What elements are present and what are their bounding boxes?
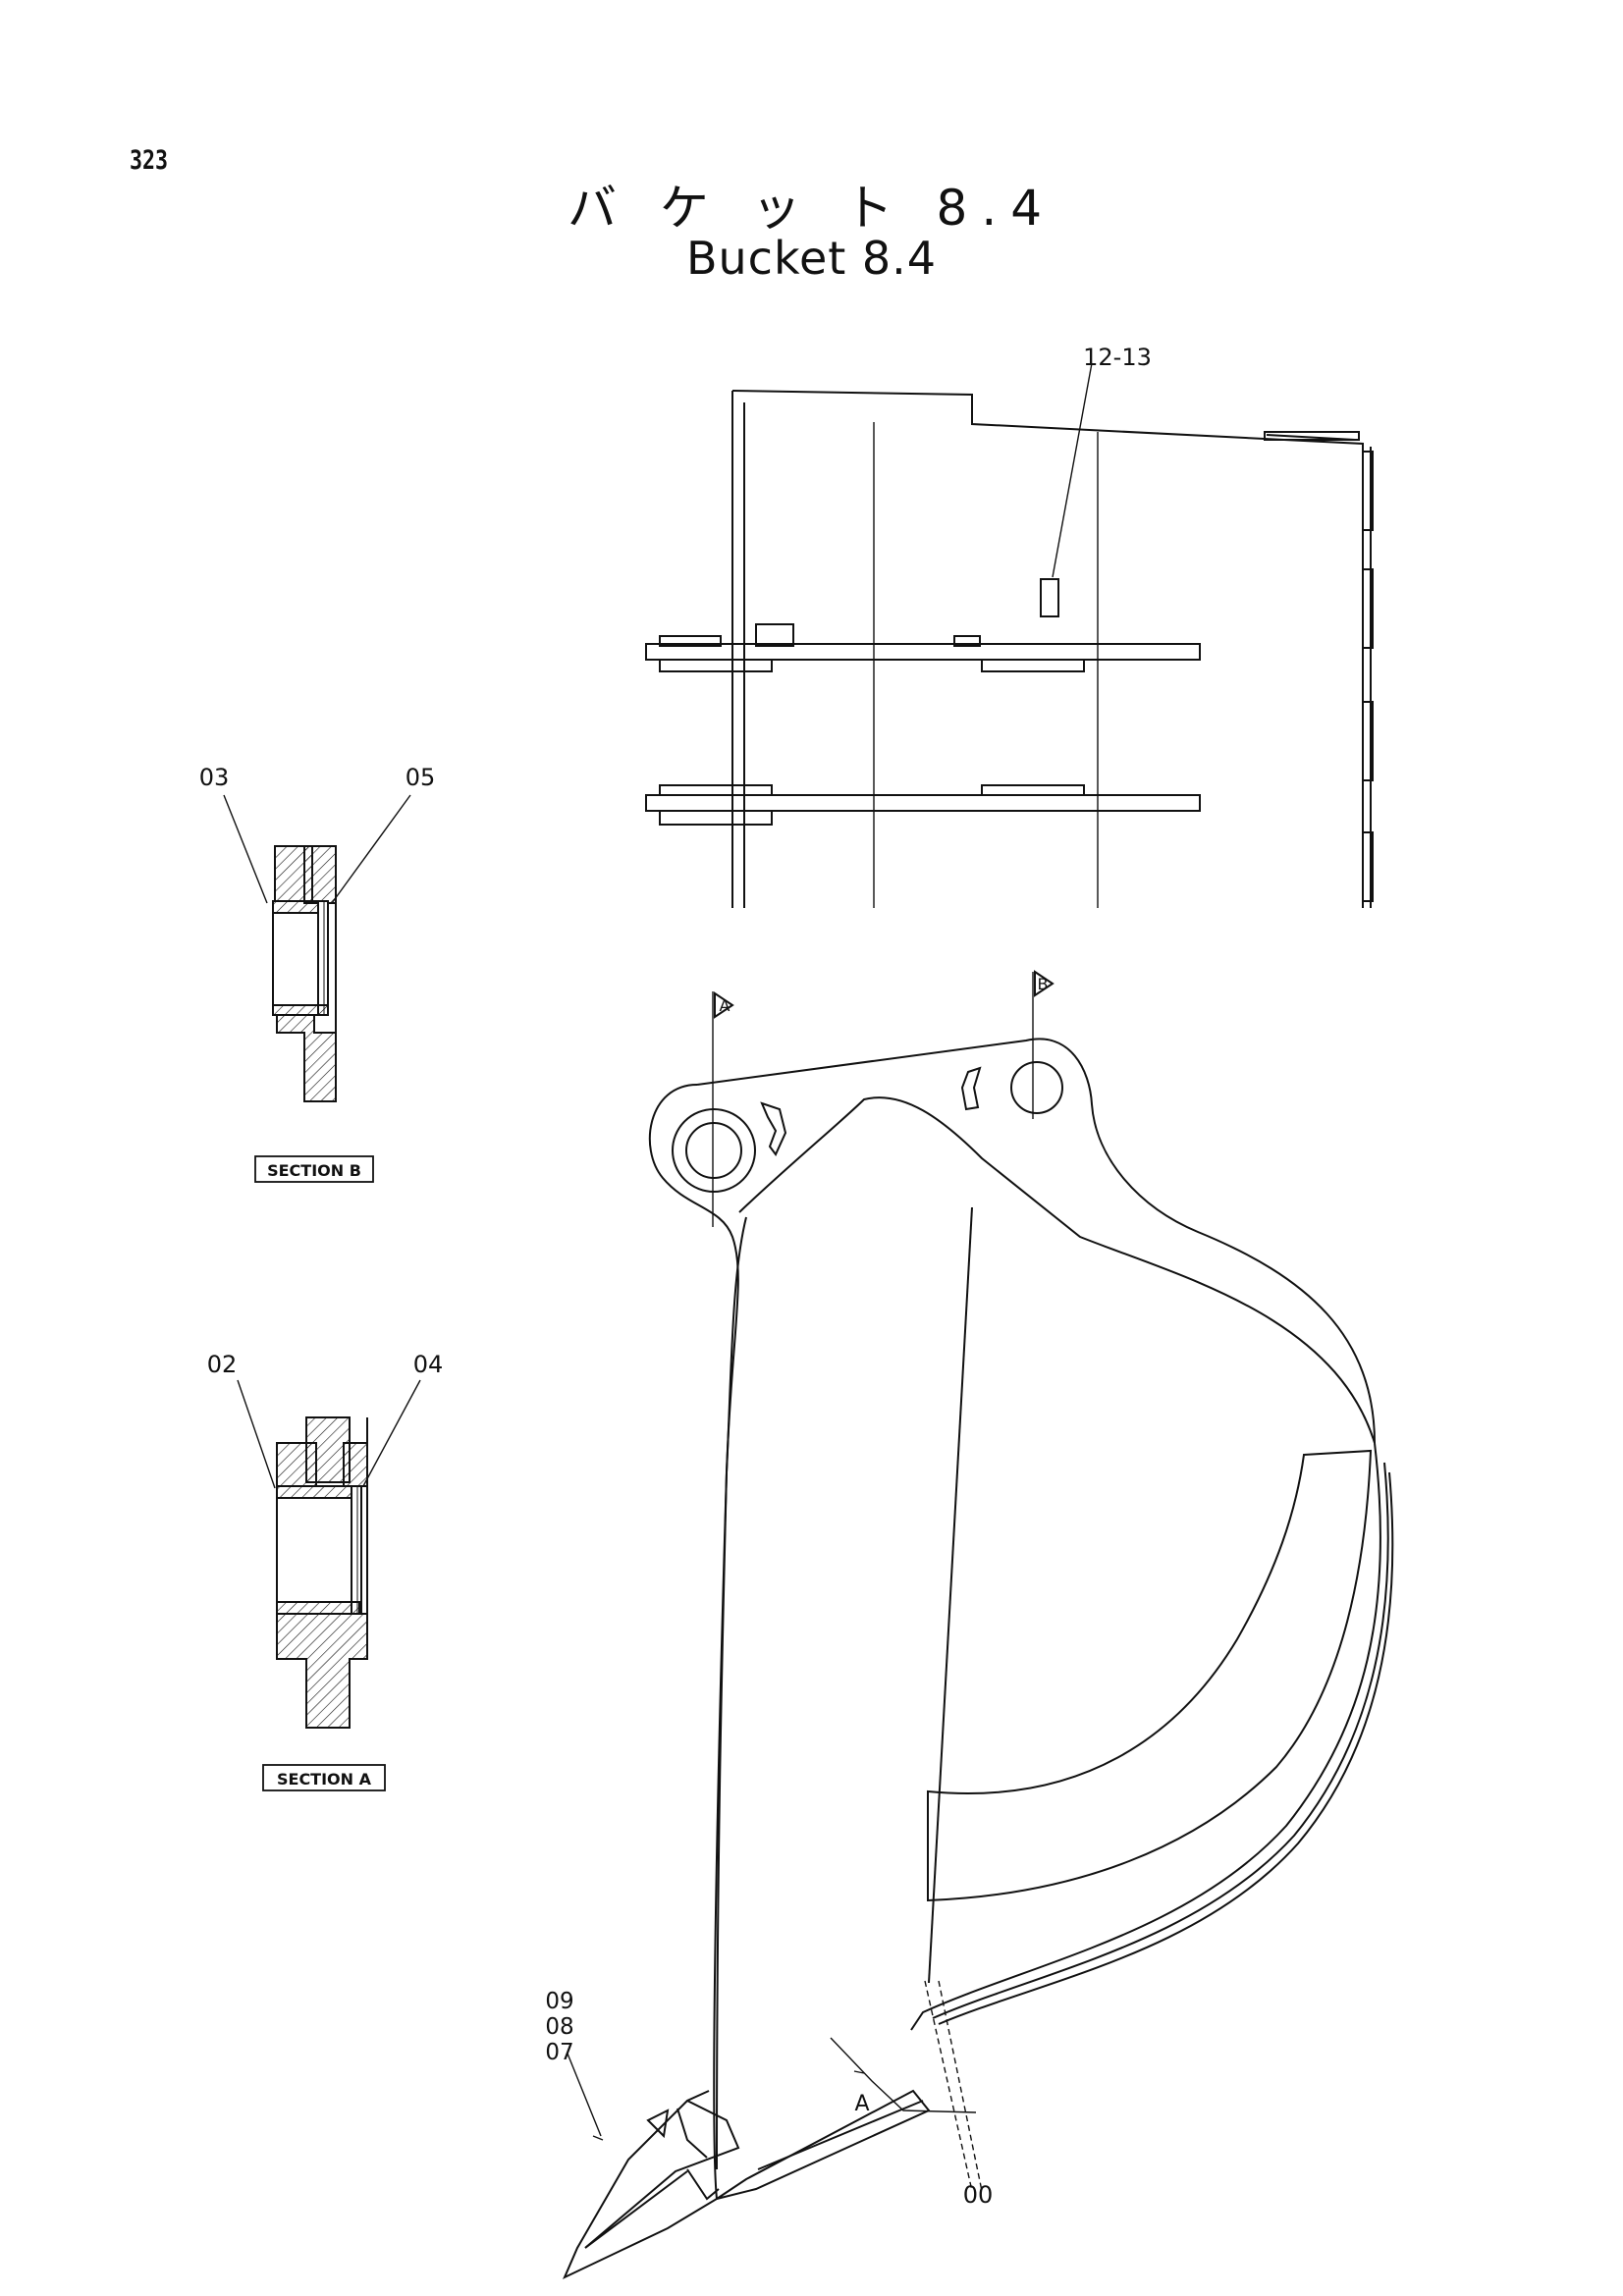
top-view xyxy=(645,362,1374,908)
callout-00: 00 xyxy=(963,2181,994,2209)
section-b-label-box: SECTION B xyxy=(254,1155,374,1183)
callout-08: 08 xyxy=(545,2014,573,2040)
section-a-drawing xyxy=(237,1379,421,1729)
page-number: 323 xyxy=(130,145,169,176)
section-a-label: SECTION A xyxy=(277,1770,372,1789)
callout-07: 07 xyxy=(545,2040,573,2065)
side-view xyxy=(563,970,1394,2280)
section-marker-a: A xyxy=(720,996,730,1015)
section-marker-b: B xyxy=(1038,975,1049,993)
callout-09: 09 xyxy=(545,1989,573,2014)
section-b-drawing xyxy=(223,794,411,1102)
callout-05: 05 xyxy=(406,764,436,791)
section-b-label: SECTION B xyxy=(267,1161,361,1180)
title-japanese: バ ケ ッ ト 8.4 xyxy=(567,180,1056,237)
title-english: Bucket 8.4 xyxy=(685,232,938,285)
callout-12-13: 12-13 xyxy=(1083,344,1152,371)
callout-02: 02 xyxy=(207,1351,238,1378)
view-arrow-a: A xyxy=(854,2092,869,2116)
section-a-label-box: SECTION A xyxy=(262,1764,386,1791)
callout-03: 03 xyxy=(199,764,230,791)
callout-04: 04 xyxy=(413,1351,444,1378)
